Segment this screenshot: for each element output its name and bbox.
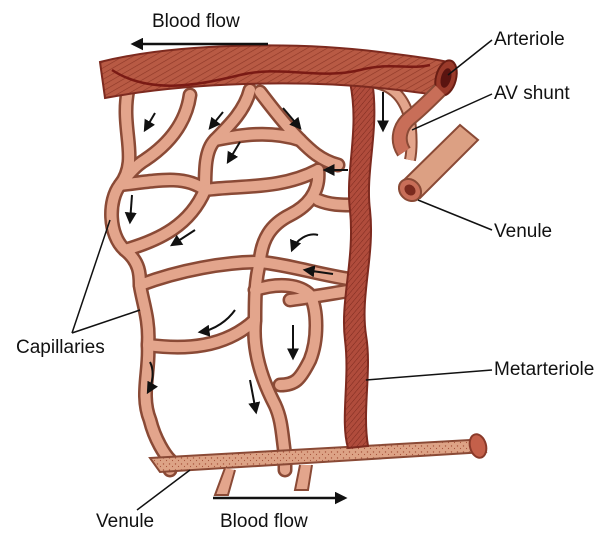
arteriole-label: Arteriole <box>494 29 565 50</box>
blood-flow-bottom-label: Blood flow <box>220 511 308 532</box>
capillary-network <box>104 82 363 478</box>
bottom-venule-vessel <box>148 433 488 496</box>
av-shunt-vessel <box>391 84 480 203</box>
venule-bottom-label: Venule <box>96 511 155 532</box>
av-shunt-label: AV shunt <box>494 83 570 104</box>
metarteriole-label: Metarteriole <box>494 359 595 380</box>
blood-flow-top-label: Blood flow <box>152 11 240 32</box>
venule-right-label: Venule <box>494 221 553 242</box>
capillary-flow-arrows <box>124 92 389 415</box>
top-arteriole-vessel <box>98 44 458 100</box>
leader-lines <box>71 39 493 511</box>
capillaries-label: Capillaries <box>16 337 105 358</box>
